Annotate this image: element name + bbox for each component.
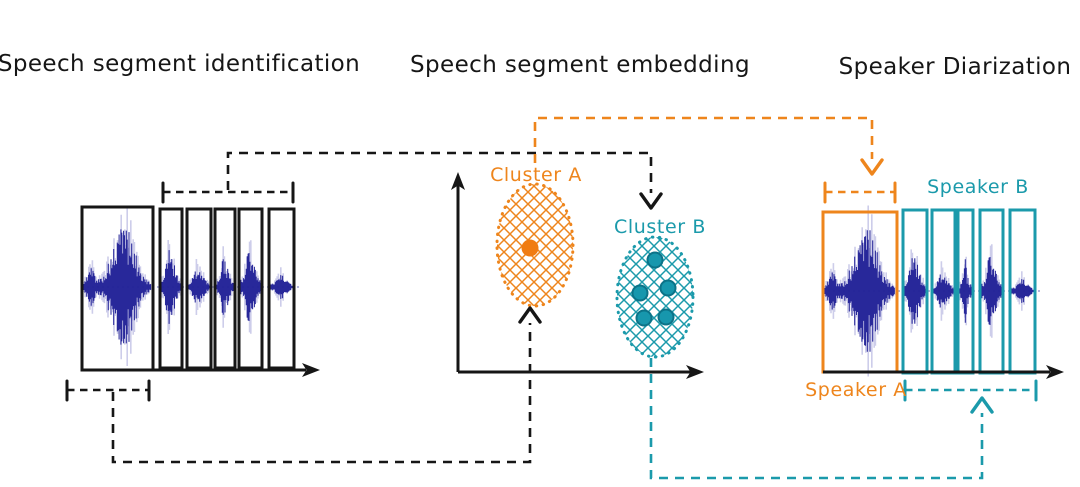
waveform-speaker-a [824,205,896,377]
connector-segments-to-cluster-b [226,151,663,210]
segment-box [185,207,213,370]
long-segment-bracket [65,379,151,402]
segmentation-title: Speech segment identification [0,51,361,77]
waveform-long-segment [83,208,152,366]
connector-long-segment-to-cluster-a [111,306,542,464]
waveform-segment [215,246,235,328]
cluster-b-points [631,251,677,327]
cluster-a-label: Cluster A [490,164,582,186]
waveform-speaker-b-segment [1010,271,1035,311]
speaker-b-label: Speaker B [927,176,1029,198]
embedding-point [659,279,677,297]
embedding-point [631,284,649,302]
time-axis-arrowhead-icon [302,363,320,377]
segment-box [158,207,184,370]
cluster-a-points [521,239,539,257]
waveform-segment [160,240,182,334]
speaker-a-label: Speaker A [805,379,907,401]
waveform-speaker-b-segment [932,261,955,321]
connector-cluster-b-to-speaker-b [649,358,994,480]
segmentation-panel [65,181,320,402]
cluster-b-ellipse [615,235,695,359]
embedding-point [635,309,653,327]
down-arrow-icon [860,158,884,176]
segment-box [267,207,296,370]
waveform-speaker-b-segment [958,256,973,326]
waveform-speaker-b-segment [903,249,927,333]
embedding-plot [451,172,704,379]
down-arrow-icon [639,192,663,210]
embedding-title: Speech segment embedding [410,52,750,78]
connector-cluster-a-to-speaker-a [533,116,884,176]
cluster-b-label: Cluster B [614,216,706,238]
diarization-title: Speaker Diarization [838,54,1072,80]
y-axis-arrowhead-icon [451,172,465,190]
diarization-axis-arrowhead-icon [1046,365,1064,379]
embedding-point [657,308,675,326]
segment-box [237,207,264,370]
speaker-a-bracket [823,181,897,204]
x-axis-arrowhead-icon [686,365,704,379]
waveform-segment [269,267,294,307]
up-arrow-icon [518,306,542,324]
diarization-panel [821,181,1064,402]
waveform-segment [187,259,211,315]
speaker-b-bracket [903,379,1038,402]
waveform-segment [239,240,262,334]
up-arrow-icon [970,396,994,414]
waveform-speaker-b-segment [980,244,1003,338]
embedding-point [521,239,539,257]
embedding-point [646,251,664,269]
segment-box [213,207,237,370]
short-segments-bracket [161,181,295,204]
